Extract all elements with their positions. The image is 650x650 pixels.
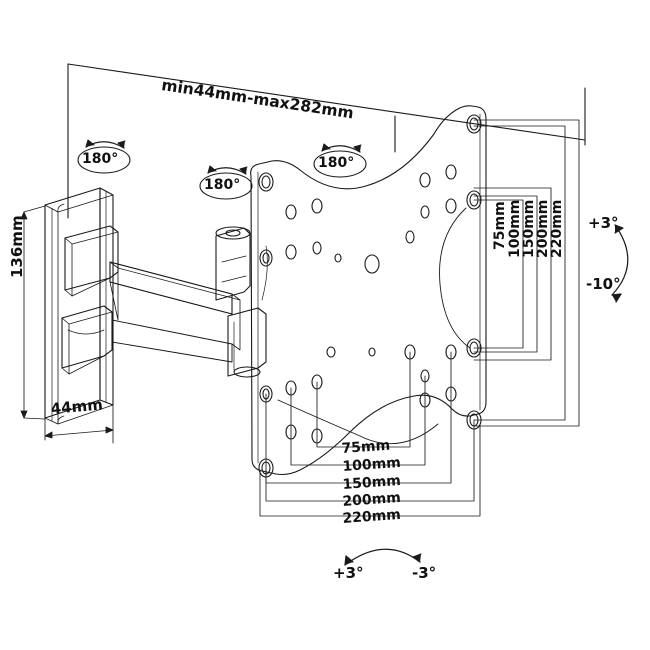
tilt-down-label: -10° (586, 275, 621, 293)
plate-height-label: 136mm (8, 215, 26, 278)
rotation-badge-1-label: 180° (82, 151, 119, 167)
plate-depth-dimension (44, 404, 114, 444)
vesa-corner-holes (258, 114, 482, 478)
rotation-badge-2 (199, 165, 253, 200)
rotation-badge-2-label: 180° (204, 177, 241, 193)
swivel-left-label: +3° (333, 564, 364, 582)
tilt-arc (611, 224, 629, 303)
vesa-horizontal-label-0: 75mm (341, 437, 391, 457)
swivel-arc (344, 548, 422, 566)
rotation-badge-1 (77, 139, 131, 174)
vesa-vertical-dimension-brackets (473, 119, 580, 427)
swivel-right-label: -3° (412, 564, 437, 582)
tilt-up-label: +3° (588, 214, 619, 232)
vesa-vertical-label-4: 220mm (549, 199, 565, 258)
rotation-badge-3 (313, 143, 367, 178)
rotation-badge-3-label: 180° (318, 155, 355, 171)
plate-height-dimension (20, 205, 46, 420)
articulating-arm (61, 225, 267, 378)
plate-curved-cutouts (261, 207, 471, 445)
vesa-horizontal-dimension-brackets (259, 351, 481, 517)
extension-dimension-line (67, 63, 586, 219)
vesa-vertical-label-0: 75mm (492, 201, 508, 250)
vesa-inner-holes (285, 164, 457, 444)
vesa-mounting-plate (250, 105, 487, 476)
